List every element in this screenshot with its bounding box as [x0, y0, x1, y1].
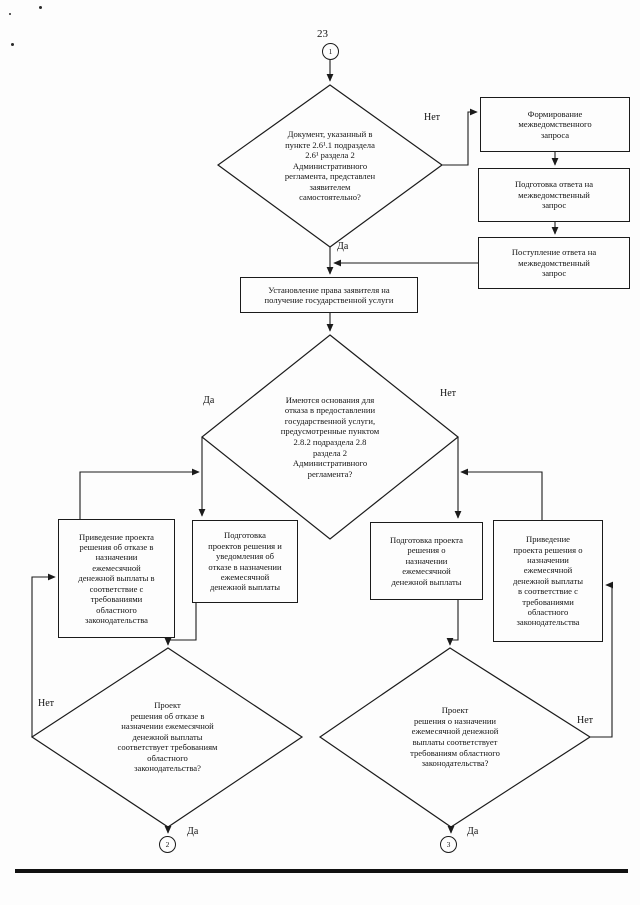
connector-end-left-label: 2 [165, 839, 170, 849]
scan-speck [11, 43, 14, 46]
bottom-rule [15, 869, 628, 873]
decision2-yes-label: Да [203, 395, 215, 406]
connector-end-right-label: 3 [446, 839, 451, 849]
arrow-align-award-loop [460, 468, 543, 520]
decision4-yes-label: Да [467, 826, 479, 837]
decision-refusal-grounds: Имеются основания для отказа в предостав… [280, 394, 380, 479]
decision3-no-label: Нет [38, 698, 55, 709]
scan-speck [39, 6, 42, 9]
process-establish-applicant-right: Установление права заявителя на получени… [240, 277, 418, 313]
process-prepare-refusal-drafts: Подготовка проектов решения и уведомлени… [192, 520, 298, 603]
process-align-award-draft: Приведение проекта решения о назначении … [493, 520, 603, 642]
decision-document-provided: Документ, указанный в пункте 2.6¹.1 подр… [284, 128, 376, 203]
decision1-no-label: Нет [424, 112, 441, 123]
connector-circle-end-right: 3 [440, 836, 457, 853]
scan-speck [9, 13, 11, 15]
decision-award-draft-compliant: Проект решения о назначении ежемесячной … [410, 705, 500, 769]
arrow-decision1-no [442, 108, 478, 166]
process-form-interagency-request: Формирование межведомственного запроса [480, 97, 630, 152]
decision4-no-label: Нет [577, 715, 594, 726]
decision2-diamond-shape [201, 334, 459, 540]
decision3-yes-label: Да [187, 826, 199, 837]
connector-start-label: 1 [328, 46, 333, 56]
page-number: 23 [317, 28, 328, 40]
arrow-decision4-no [590, 581, 614, 738]
arrow-award-draft-to-decision4 [446, 600, 459, 646]
arrow-decision3-no [31, 573, 56, 737]
process-prepare-award-draft: Подготовка проекта решения о назначении … [370, 522, 483, 600]
connector-circle-start: 1 [322, 43, 339, 60]
arrow-align-refusal-loop [79, 468, 200, 519]
connector-circle-end-left: 2 [159, 836, 176, 853]
decision2-no-label: Нет [440, 388, 457, 399]
decision-refusal-draft-compliant: Проект решения об отказе в назначении еж… [117, 699, 218, 774]
arrow-refusal-drafts-to-decision3 [164, 603, 197, 646]
process-prepare-interagency-answer: Подготовка ответа на межведомственный за… [478, 168, 630, 222]
process-receive-interagency-answer: Поступление ответа на межведомственный з… [478, 237, 630, 289]
process-align-refusal-draft: Приведение проекта решения об отказе в н… [58, 519, 175, 638]
decision1-yes-label: Да [337, 241, 349, 252]
